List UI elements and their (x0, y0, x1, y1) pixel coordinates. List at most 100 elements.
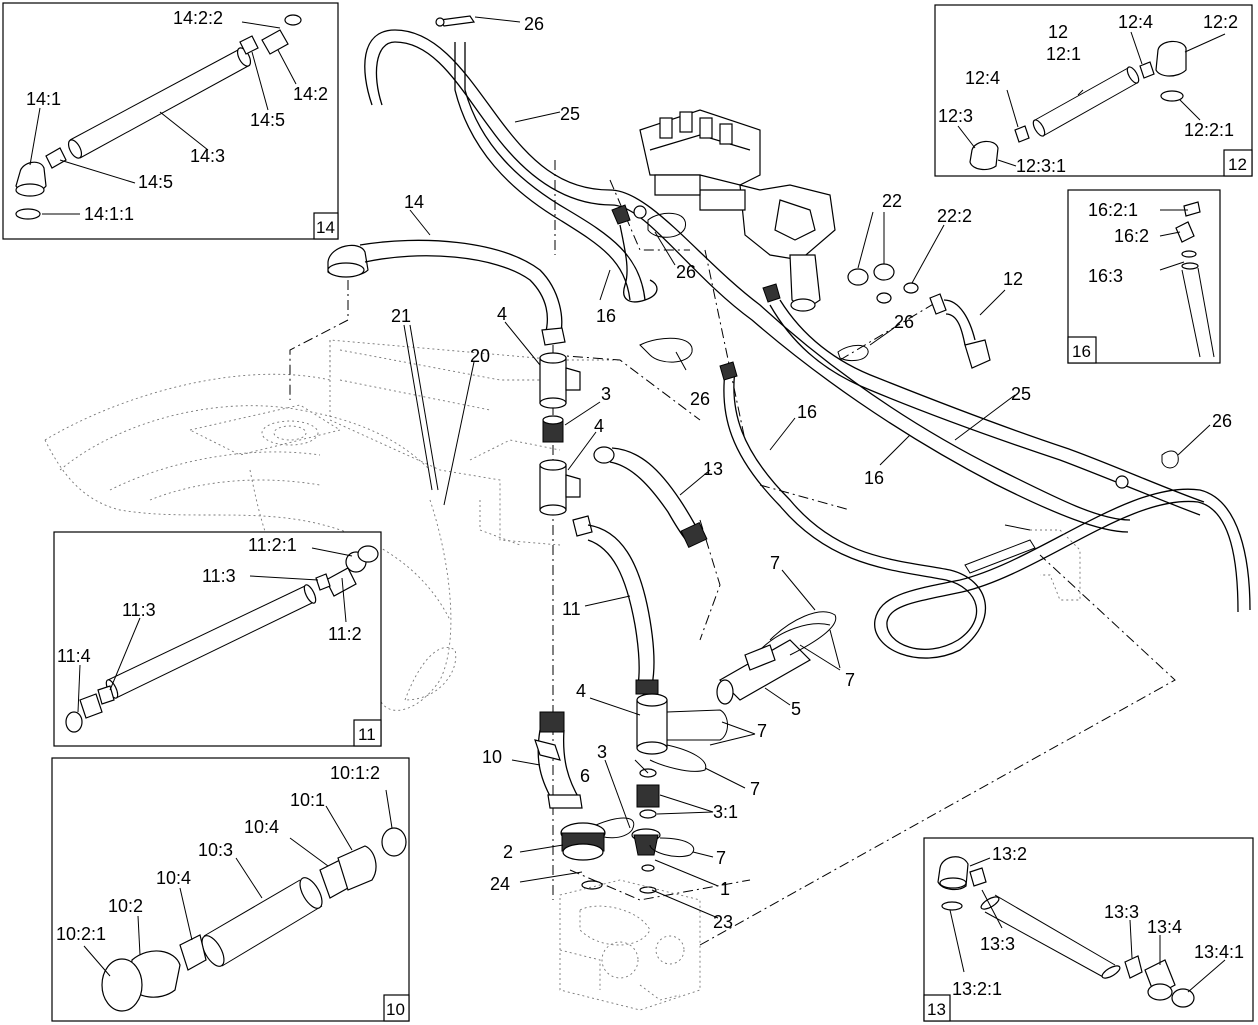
hose-fittings (611, 204, 781, 381)
inset-10-label-10-2-1: 10:2:1 (56, 924, 106, 944)
callout-3: 3 (597, 742, 607, 762)
inset-12-label-12-2: 12:2 (1203, 12, 1238, 32)
connection-centerlines (289, 160, 1176, 946)
inset-14-label-14-1-1: 14:1:1 (84, 204, 134, 224)
callout-16: 16 (864, 468, 884, 488)
inset-box-10: 10 10:1:2 10:1 10:4 10:3 10:4 10:2 10:2:… (51, 757, 410, 1022)
inset-10-label-10-1: 10:1 (290, 790, 325, 810)
callout-10: 10 (482, 747, 502, 767)
part-22-clamps (847, 263, 919, 304)
callout-12: 12 (1003, 269, 1023, 289)
callout-22-2: 22:2 (937, 206, 972, 226)
hose-12 (929, 293, 991, 369)
hose-14 (327, 239, 566, 346)
inset-16-label-16-2: 16:2 (1114, 226, 1149, 246)
inset-14-label-14-5b: 14:5 (138, 172, 173, 192)
inset-10-label-10-4b: 10:4 (156, 868, 191, 888)
inset-13-label-13-3: 13:3 (1104, 902, 1139, 922)
inset-14-label-14-1: 14:1 (26, 89, 61, 109)
inset-10-label-10-3: 10:3 (198, 840, 233, 860)
inset-11-number: 11 (358, 725, 376, 744)
callout-7: 7 (770, 553, 780, 573)
inset-11-label-11-2-1: 11:2:1 (248, 535, 297, 555)
pump-gearbox (559, 879, 701, 1011)
part-3-lower (636, 768, 660, 819)
inset-12-label-12-4b: 12:4 (965, 68, 1000, 88)
callout-26: 26 (894, 312, 914, 332)
inset-13-label-13-4: 13:4 (1147, 917, 1182, 937)
part-26-top-clamp (435, 15, 476, 27)
inset-box-13: 13 13:2 13:3 13:4 13:4:1 13:3 13:2:1 (923, 837, 1254, 1022)
part-4-middle-tee (539, 459, 581, 516)
callout-4: 4 (576, 681, 586, 701)
part-1-fitting (631, 828, 695, 858)
callout-13: 13 (703, 459, 723, 479)
callout-20: 20 (470, 346, 490, 366)
inset-16-number: 16 (1072, 342, 1091, 361)
part-4-upper-tee (539, 352, 581, 409)
callout-7: 7 (716, 848, 726, 868)
inset-14-label-14-2: 14:2 (293, 84, 328, 104)
hose-16 (619, 224, 1251, 659)
part-5-valve (716, 611, 837, 705)
main-leader-lines (403, 16, 1211, 919)
inset-11-label-11-2: 11:2 (328, 624, 362, 644)
callout-6: 6 (580, 766, 590, 786)
callout-26: 26 (690, 389, 710, 409)
callout-7: 7 (845, 670, 855, 690)
inset-13-label-13-2-1: 13:2:1 (952, 979, 1002, 999)
inset-13-number: 13 (927, 1000, 946, 1019)
inset-14-number: 14 (316, 218, 335, 237)
part-4-lower-tee (636, 693, 728, 772)
callout-26: 26 (1212, 411, 1232, 431)
inset-16-label-16-3: 16:3 (1088, 266, 1123, 286)
inset-12-label-12-4: 12:4 (1118, 12, 1153, 32)
callout-26-top: 26 (524, 14, 544, 34)
callout-4: 4 (594, 416, 604, 436)
callout-16: 16 (596, 306, 616, 326)
hose-11 (572, 515, 659, 695)
callout-7: 7 (750, 779, 760, 799)
callout-25: 25 (560, 104, 580, 124)
inset-box-16: 16 16:2:1 16:2 16:3 (1067, 189, 1221, 364)
hose-13 (593, 446, 708, 549)
inset-10-label-10-1-2: 10:1:2 (330, 763, 380, 783)
inset-14-label-14-3: 14:3 (190, 146, 225, 166)
inset-11-label-11-3b: 11:3 (122, 600, 156, 620)
inset-12-number: 12 (1228, 155, 1247, 174)
part-26-loop-clamps (633, 205, 1179, 489)
tractor-ghost-outline (44, 339, 620, 711)
inset-12-label-12-3: 12:3 (938, 106, 973, 126)
callout-26: 26 (676, 262, 696, 282)
callout-3: 3 (601, 384, 611, 404)
inset-16-label-16-2-1: 16:2:1 (1088, 200, 1138, 220)
callout-4: 4 (497, 304, 507, 324)
inset-13-label-13-2: 13:2 (992, 844, 1027, 864)
callout-21: 21 (391, 306, 411, 326)
callout-24: 24 (490, 874, 510, 894)
inset-12-label-12-3-1: 12:3:1 (1016, 156, 1066, 176)
inset-box-12: 12 12 12:1 12:4 12:2 12:4 12:3 12:2:1 12… (934, 4, 1253, 177)
callout-7: 7 (757, 721, 767, 741)
inset-12-label-12: 12 (1048, 22, 1068, 42)
part-3-upper (542, 415, 564, 443)
callout-11: 11 (562, 599, 581, 619)
inset-10-number: 10 (386, 1000, 405, 1019)
callout-22: 22 (882, 191, 902, 211)
inset-11-label-11-4: 11:4 (57, 646, 91, 666)
inset-11-label-11-3: 11:3 (202, 566, 236, 586)
callout-5: 5 (791, 699, 801, 719)
callout-2: 2 (503, 842, 513, 862)
callout-25: 25 (1011, 384, 1031, 404)
inset-box-14: 14 14:2:2 14:2 14:5 14:1 14:3 14:5 14:1:… (2, 2, 339, 240)
part-2-coupler (560, 822, 606, 861)
callout-23: 23 (713, 912, 733, 932)
inset-14-label-14-5: 14:5 (250, 110, 285, 130)
callout-16: 16 (797, 402, 817, 422)
inset-13-label-13-4-1: 13:4:1 (1194, 942, 1244, 962)
callout-3-1: 3:1 (713, 802, 738, 822)
callout-1: 1 (720, 879, 730, 899)
valve-block-assembly (639, 109, 836, 312)
mounting-bracket (964, 524, 1081, 601)
inset-14-label-14-2-2: 14:2:2 (173, 8, 223, 28)
